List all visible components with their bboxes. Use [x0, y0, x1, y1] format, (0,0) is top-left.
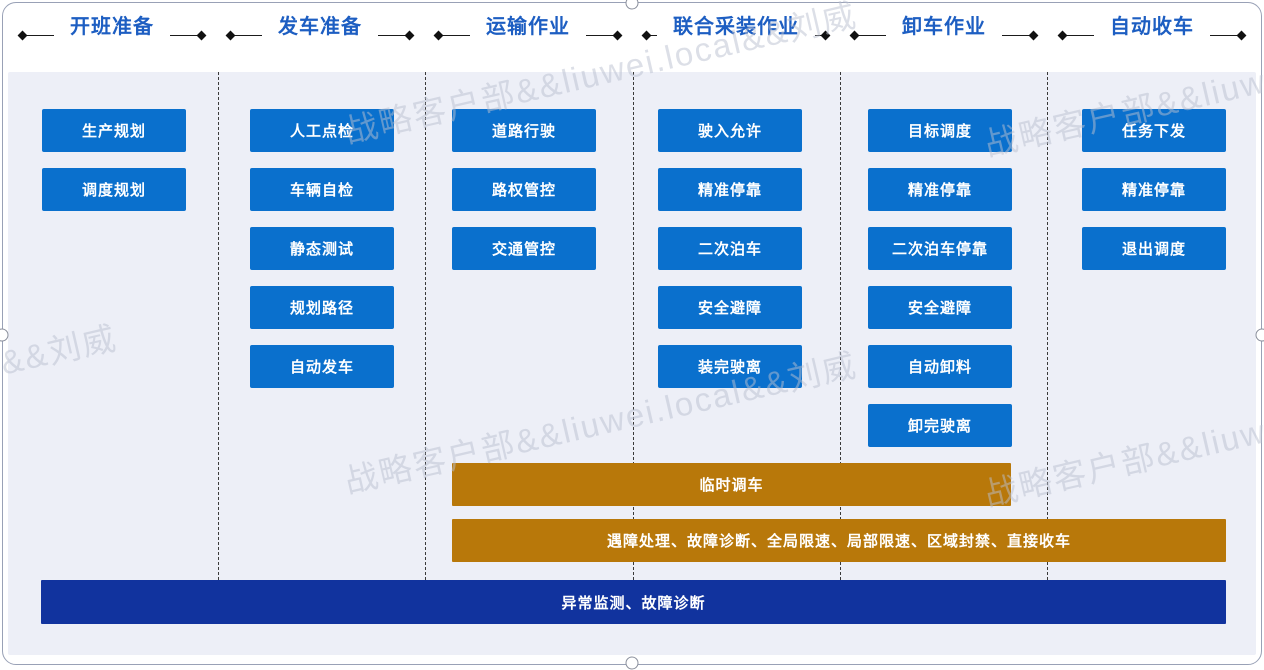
phase-header-departure-prep[interactable]: 发车准备 [216, 6, 424, 50]
diamond-endpoint-icon [225, 30, 236, 40]
diamond-endpoint-icon [1028, 30, 1039, 40]
diamond-endpoint-icon [820, 30, 831, 40]
column-separator [1047, 72, 1048, 580]
phase-header-joint-loading[interactable]: 联合采装作业 [632, 6, 840, 50]
column-separator [218, 72, 219, 580]
column-separator [633, 72, 634, 580]
phase-title: 发车准备 [278, 15, 362, 38]
phase-header-band: 开班准备 发车准备 运输作业 联合采装作业 卸车 [8, 6, 1256, 50]
phase-header-transport[interactable]: 运输作业 [424, 6, 632, 50]
header-line [1066, 34, 1094, 36]
task-box[interactable]: 调度规划 [42, 168, 186, 211]
diamond-endpoint-icon [433, 30, 444, 40]
task-box[interactable]: 自动发车 [250, 345, 394, 388]
task-box[interactable]: 交通管控 [452, 227, 596, 270]
header-line [234, 34, 262, 36]
task-box[interactable]: 生产规划 [42, 109, 186, 152]
diamond-endpoint-icon [1236, 30, 1247, 40]
temporary-dispatch-bar[interactable]: 临时调车 [452, 463, 1011, 506]
header-line [815, 34, 822, 36]
task-box[interactable]: 二次泊车 [658, 227, 802, 270]
diagram-panel [8, 72, 1256, 655]
task-box[interactable]: 道路行驶 [452, 109, 596, 152]
header-line [858, 34, 886, 36]
selection-handle-top[interactable] [625, 0, 639, 10]
diamond-endpoint-icon [849, 30, 860, 40]
header-line [378, 34, 406, 36]
task-box[interactable]: 静态测试 [250, 227, 394, 270]
column-separator [840, 72, 841, 580]
header-line [650, 34, 657, 36]
phase-title: 自动收车 [1110, 15, 1194, 38]
phase-header-auto-return[interactable]: 自动收车 [1048, 6, 1256, 50]
phase-header-unloading[interactable]: 卸车作业 [840, 6, 1048, 50]
header-line [26, 34, 54, 36]
selection-handle-right[interactable] [1255, 328, 1264, 342]
diamond-endpoint-icon [17, 30, 28, 40]
task-box[interactable]: 二次泊车停靠 [868, 227, 1012, 270]
task-box[interactable]: 安全避障 [658, 286, 802, 329]
column-separator [425, 72, 426, 580]
monitoring-diagnosis-bar[interactable]: 异常监测、故障诊断 [41, 580, 1226, 624]
task-box[interactable]: 装完驶离 [658, 345, 802, 388]
task-box[interactable]: 卸完驶离 [868, 404, 1012, 447]
task-box[interactable]: 车辆自检 [250, 168, 394, 211]
task-box[interactable]: 精准停靠 [658, 168, 802, 211]
selection-handle-bottom[interactable] [625, 656, 639, 670]
phase-title: 开班准备 [70, 15, 154, 38]
diamond-endpoint-icon [196, 30, 207, 40]
task-box[interactable]: 任务下发 [1082, 109, 1226, 152]
task-box[interactable]: 精准停靠 [868, 168, 1012, 211]
task-box[interactable]: 规划路径 [250, 286, 394, 329]
diamond-endpoint-icon [641, 30, 652, 40]
header-line [586, 34, 614, 36]
exception-handling-bar[interactable]: 遇障处理、故障诊断、全局限速、局部限速、区域封禁、直接收车 [452, 519, 1226, 562]
phase-header-shift-start[interactable]: 开班准备 [8, 6, 216, 50]
diamond-endpoint-icon [404, 30, 415, 40]
task-box[interactable]: 自动卸料 [868, 345, 1012, 388]
phase-title: 卸车作业 [902, 15, 986, 38]
task-box[interactable]: 驶入允许 [658, 109, 802, 152]
header-line [170, 34, 198, 36]
header-line [1002, 34, 1030, 36]
header-line [1210, 34, 1238, 36]
selection-handle-left[interactable] [0, 328, 9, 342]
phase-title: 联合采装作业 [673, 15, 799, 38]
diamond-endpoint-icon [612, 30, 623, 40]
task-box[interactable]: 退出调度 [1082, 227, 1226, 270]
task-box[interactable]: 目标调度 [868, 109, 1012, 152]
task-box[interactable]: 安全避障 [868, 286, 1012, 329]
task-box[interactable]: 精准停靠 [1082, 168, 1226, 211]
header-line [442, 34, 470, 36]
task-box[interactable]: 路权管控 [452, 168, 596, 211]
phase-title: 运输作业 [486, 15, 570, 38]
task-box[interactable]: 人工点检 [250, 109, 394, 152]
diamond-endpoint-icon [1057, 30, 1068, 40]
